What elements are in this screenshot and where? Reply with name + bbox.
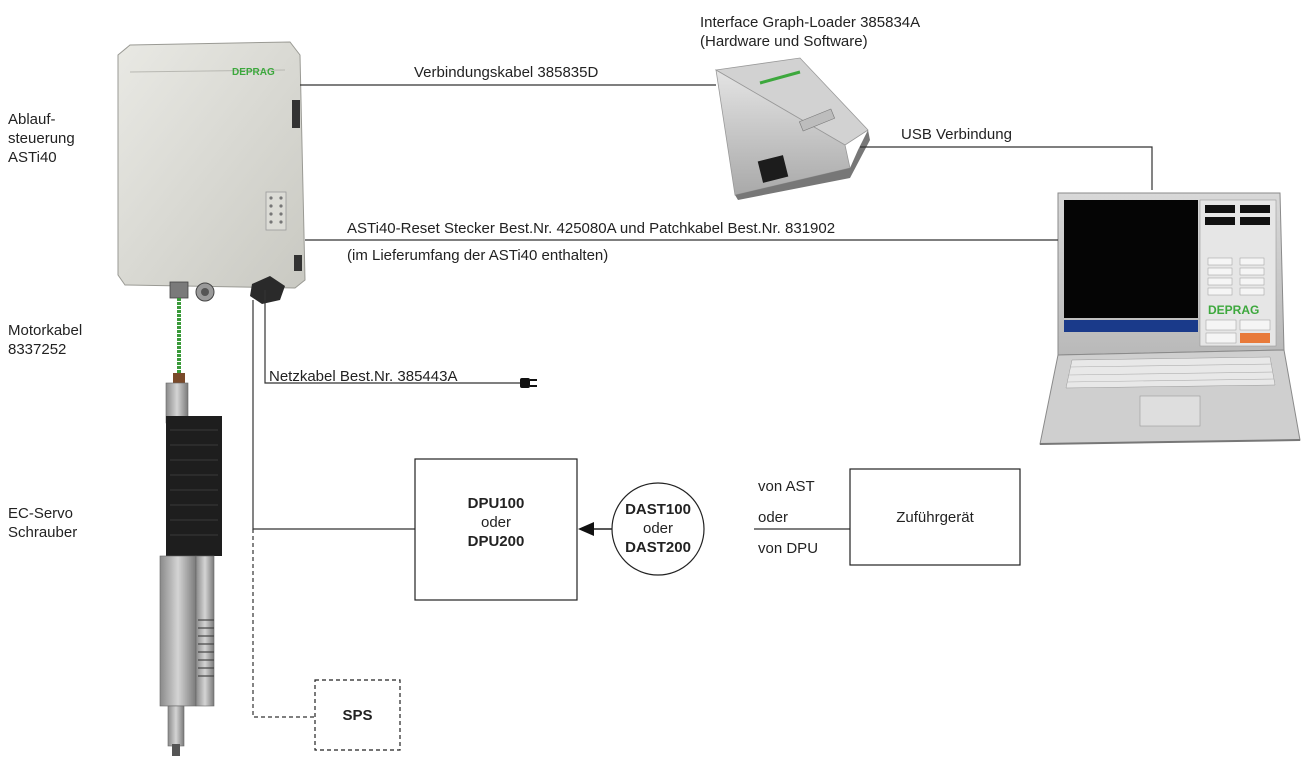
interface-port bbox=[798, 108, 836, 132]
laptop-trackpad bbox=[1139, 395, 1201, 427]
dpu-box bbox=[414, 458, 578, 601]
dast-label: DAST100 oder DAST200 bbox=[625, 501, 691, 556]
laptop-screen-black bbox=[1064, 200, 1198, 318]
controller-logo: DEPRAG bbox=[232, 67, 275, 78]
controller-side-port bbox=[292, 100, 300, 128]
label-verbindungskabel: Verbindungskabel 385835D bbox=[414, 64, 599, 81]
power-connector bbox=[250, 276, 285, 304]
ec-servo-screwdriver bbox=[159, 373, 222, 756]
dpu-line bbox=[252, 300, 415, 530]
label-von-ast: von AST bbox=[758, 478, 815, 495]
interface-graph-loader bbox=[714, 57, 870, 200]
laptop-pc: DEPRAG bbox=[1039, 192, 1301, 445]
netzkabel-line bbox=[264, 290, 522, 384]
dast-to-dpu-arrow bbox=[578, 522, 612, 536]
motor-connector bbox=[169, 281, 189, 299]
label-reset-note: (im Lieferumfang der ASTi40 enthalten) bbox=[347, 247, 609, 264]
sps-box bbox=[314, 679, 401, 751]
label-motorkabel: Motorkabel 8337252 bbox=[8, 322, 83, 358]
power-plug-icon bbox=[520, 378, 537, 388]
zufuehrgeraet-box bbox=[849, 468, 1021, 566]
label-reset: ASTi40-Reset Stecker Best.Nr. 425080A un… bbox=[347, 220, 836, 237]
label-interface: Interface Graph-Loader 385834A (Hardware… bbox=[700, 14, 921, 50]
label-ablaufsteuerung: Ablauf- steuerung ASTi40 bbox=[8, 111, 75, 166]
dpu-label: DPU100 oder DPU200 bbox=[467, 495, 525, 550]
label-zufuehrgeraet: Zuführgerät bbox=[896, 509, 974, 526]
interface-power-socket bbox=[757, 155, 789, 183]
label-schrauber: EC-Servo Schrauber bbox=[8, 505, 78, 541]
sps-dashed-line bbox=[252, 529, 315, 718]
controller-led-panel bbox=[265, 191, 287, 231]
label-oder: oder bbox=[758, 509, 789, 526]
label-von-dpu: von DPU bbox=[758, 540, 819, 557]
label-usb: USB Verbindung bbox=[901, 126, 1012, 143]
usb-line bbox=[860, 146, 1153, 190]
controller-asti40: DEPRAG bbox=[117, 41, 306, 304]
label-netzkabel: Netzkabel Best.Nr. 385443A bbox=[269, 368, 458, 385]
laptop-logo: DEPRAG bbox=[1208, 303, 1259, 317]
label-sps: SPS bbox=[342, 707, 373, 724]
